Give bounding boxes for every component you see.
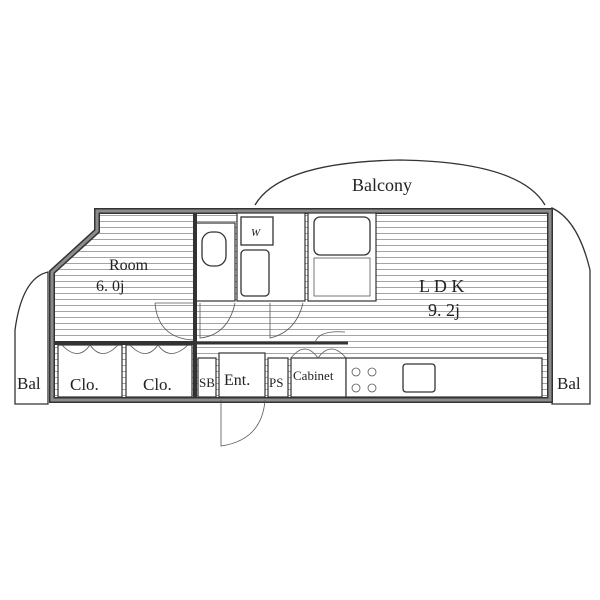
pipe-space-label: PS xyxy=(269,375,283,390)
closet-1-label: Clo. xyxy=(70,375,99,394)
washroom xyxy=(236,212,306,302)
shoe-box-label: SB xyxy=(199,375,215,390)
shoe-box xyxy=(197,357,217,398)
wash-basin xyxy=(240,249,270,297)
balcony-label: Balcony xyxy=(352,175,412,195)
outer-wall-inner xyxy=(50,209,552,402)
kitchen-counter xyxy=(345,357,543,398)
bathroom xyxy=(307,212,377,302)
left-balcony-outline xyxy=(14,271,49,405)
room-label: Room xyxy=(109,257,149,274)
entrance-area xyxy=(218,352,266,398)
right-balcony-outline xyxy=(551,206,591,405)
closet-2-label: Clo. xyxy=(143,375,172,394)
door-room xyxy=(154,302,194,341)
entrance-label: Ent. xyxy=(224,372,250,389)
ldk-label: L D K xyxy=(419,276,464,296)
door-washroom xyxy=(269,302,304,339)
closet-2 xyxy=(125,344,193,398)
washer-label: W xyxy=(251,227,261,239)
room-size: 6. 0j xyxy=(96,278,124,295)
left-balcony-label: Bal xyxy=(17,374,41,393)
toilet-room xyxy=(194,222,236,302)
door-entrance xyxy=(220,399,266,447)
bathtub xyxy=(313,216,371,256)
right-balcony-label: Bal xyxy=(557,374,581,393)
cabinet-label: Cabinet xyxy=(293,368,334,383)
toilet xyxy=(201,231,227,267)
door-ldk xyxy=(314,331,346,344)
ldk-size: 9. 2j xyxy=(428,300,460,320)
pipe-space xyxy=(267,357,289,398)
kitchen-sink xyxy=(402,363,436,393)
bath-floor xyxy=(313,257,371,297)
door-toilet xyxy=(199,302,236,339)
balcony-outline xyxy=(254,159,546,206)
washer-box xyxy=(240,216,274,246)
